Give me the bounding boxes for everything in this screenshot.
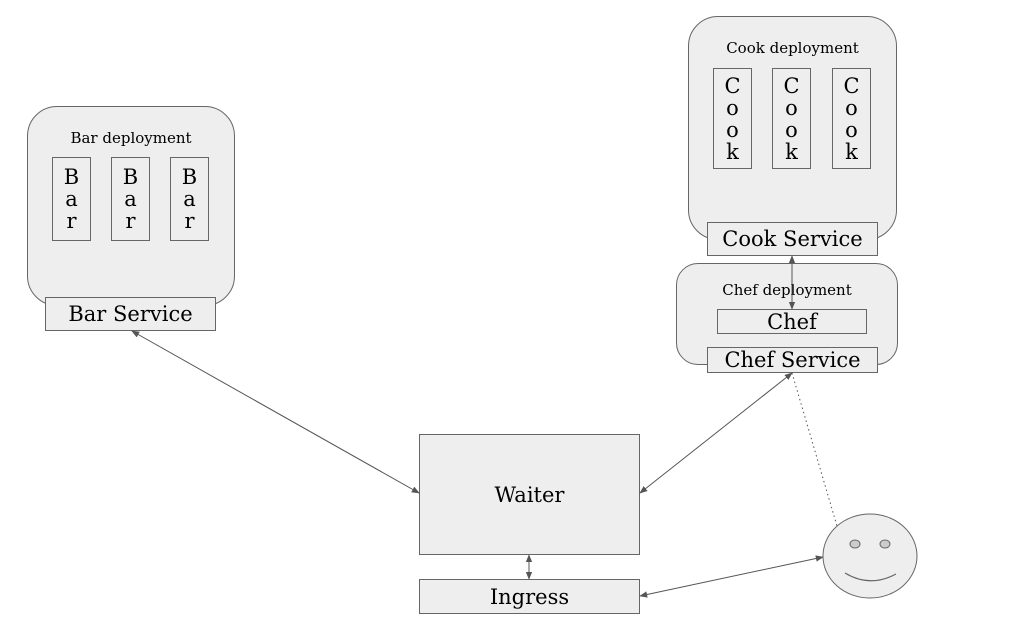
ingress-to-user-arrow [639,555,824,598]
cook-pod-1-letter-3: o [726,117,739,142]
bar-pod-2-letter-2: a [124,187,137,211]
cook-pod-3: C o o k [832,68,871,169]
bar-pod-3: B a r [170,157,209,241]
cook-pod-2-letter-1: C [783,73,800,98]
bar-pod-2-letter-3: r [125,209,136,233]
bar-pod-1-letter-2: a [65,187,78,211]
bar-deployment-caption: Bar deployment [70,129,192,147]
cook-pod-3-letter-4: k [845,139,858,164]
cook-deployment-caption: Cook deployment [726,39,859,57]
waiter-box: Waiter [419,434,640,555]
bar-pod-1: B a r [52,157,91,241]
cook-pod-3-letter-1: C [843,73,860,98]
cook-pod-2-letter-3: o [785,117,798,142]
cook-service: Cook Service [707,222,878,256]
bar-service: Bar Service [45,297,216,331]
bar-pod-3-letter-1: B [181,165,198,189]
cook-pod-3-letter-3: o [845,117,858,142]
chef-pod: Chef [717,309,867,334]
chef-deployment-caption: Chef deployment [722,281,852,299]
user-face-icon [822,513,918,599]
cook-pod-2: C o o k [772,68,811,169]
user-face-mouth [844,572,897,582]
bar-pod-2-letter-1: B [122,165,139,189]
bar-pod-3-letter-3: r [184,209,195,233]
chef-service: Chef Service [707,347,878,373]
cook-pod-2-letter-4: k [785,139,798,164]
bar-pod-1-letter-3: r [66,209,77,233]
cook-pod-1: C o o k [713,68,752,169]
cook-pod-2-letter-2: o [785,95,798,120]
bar-pod-3-letter-2: a [183,187,196,211]
user-face-left-eye [849,539,861,549]
bar-pod-2: B a r [111,157,150,241]
user-face-right-eye [879,539,891,549]
cook-pod-1-letter-2: o [726,95,739,120]
cook-pod-1-letter-1: C [724,73,741,98]
user-to-chef-service-dotted-line [791,372,838,527]
cook-pod-1-letter-4: k [726,139,739,164]
cook-pod-3-letter-2: o [845,95,858,120]
ingress-box: Ingress [419,579,640,614]
bar-service-to-waiter-arrow [131,330,420,494]
bar-pod-1-letter-1: B [63,165,80,189]
chef-service-to-waiter-arrow [639,372,793,494]
